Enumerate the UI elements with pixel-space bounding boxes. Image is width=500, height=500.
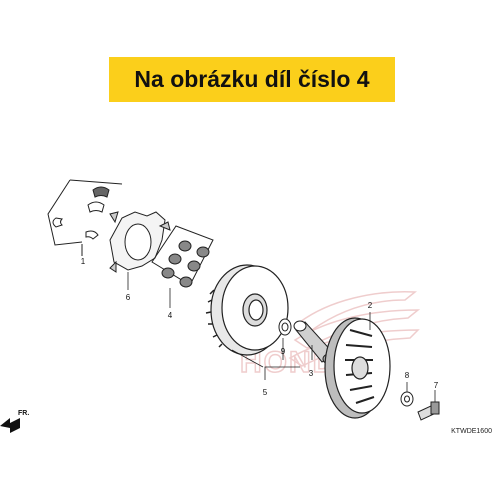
- banner-text: Na obrázku díl číslo 4: [134, 66, 370, 92]
- callout-2: 2: [368, 301, 373, 310]
- callout-3: 3: [309, 369, 314, 378]
- front-arrow-icon: [0, 418, 20, 433]
- part-9-washer: [278, 318, 292, 336]
- part-8-washer: [400, 391, 414, 407]
- callout-9: 9: [281, 347, 286, 356]
- diagram-ref-code: KTWDE1600: [451, 428, 492, 435]
- front-label: FR.: [18, 410, 30, 417]
- part-5-drive-face: [205, 264, 289, 356]
- leader-lines: [231, 312, 436, 402]
- callout-4: 4: [168, 311, 173, 320]
- callout-5: 5: [263, 388, 268, 397]
- part-callouts: 1 6 4 9 3 5 2 8 7: [81, 257, 439, 397]
- part-2-fan-face: [324, 317, 391, 419]
- callout-6: 6: [126, 293, 131, 302]
- part-4-roller-set: [151, 225, 214, 308]
- callout-7: 7: [434, 381, 439, 390]
- callout-8: 8: [405, 371, 410, 380]
- part-1-slider-set: [47, 179, 123, 256]
- part-6-ramp-plate: [109, 211, 171, 290]
- part-7-bolt: [417, 401, 440, 421]
- info-banner: Na obrázku díl číslo 4: [109, 57, 395, 102]
- callout-1: 1: [81, 257, 86, 266]
